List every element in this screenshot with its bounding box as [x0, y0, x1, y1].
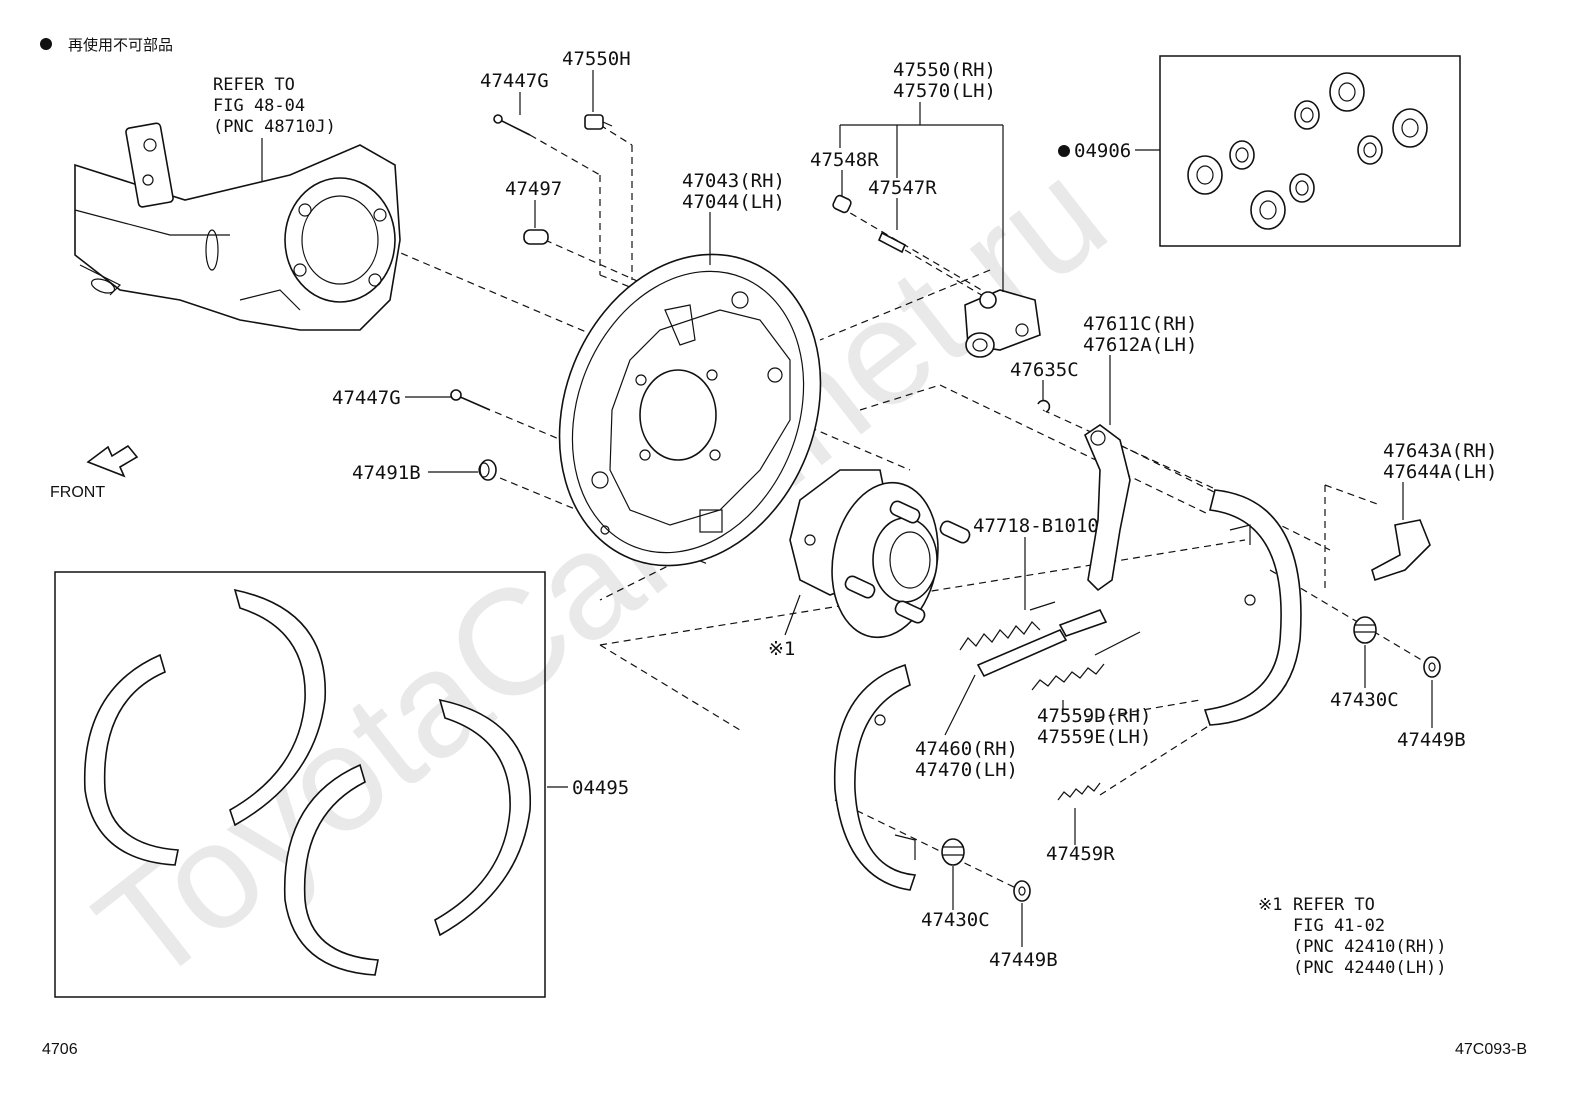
label-47460-rh: 47460(RH) [915, 738, 1018, 760]
spring-cup-47430c-right [1353, 616, 1377, 644]
label-47644a-lh: 47644A(LH) [1383, 461, 1497, 483]
front-label: FRONT [50, 484, 105, 501]
refer-bottom-mark: ※1 [1258, 895, 1282, 915]
spring-cup-47430c-bottom [941, 838, 965, 866]
label-47043-rh: 47043(RH) [682, 170, 785, 192]
label-47550-rh: 47550(RH) [893, 59, 996, 81]
hub-bearing-part [789, 469, 971, 639]
label-04495: 04495 [572, 777, 629, 799]
bleeder-cap-47548r [832, 194, 852, 214]
legend-bullet-icon [40, 38, 52, 50]
refer-top-line3: (PNC 48710J) [213, 117, 336, 137]
label-47044-lh: 47044(LH) [682, 191, 785, 213]
pin-47447g-mid [450, 389, 491, 411]
leader-line [784, 594, 801, 636]
plug-47491b [478, 459, 497, 481]
refer-bottom-line2: FIG 41-02 [1293, 916, 1385, 936]
assembly-dashed-lines [334, 124, 1431, 891]
shoe-kit-shoes [83, 588, 532, 976]
label-note-1: ※1 [768, 638, 795, 660]
footer-drawing-code: 47C093-B [1455, 1041, 1527, 1058]
c-washer-47635c [1037, 399, 1051, 413]
label-47430c-right: 47430C [1330, 689, 1399, 711]
backing-plate-part [558, 253, 822, 567]
label-47449b-right: 47449B [1397, 729, 1466, 751]
legend-text: 再使用不可部品 [68, 36, 173, 54]
label-47447g-top: 47447G [480, 70, 549, 92]
refer-bottom-line3: (PNC 42410(RH)) [1293, 937, 1447, 957]
label-47459r: 47459R [1046, 843, 1115, 865]
part-labels: 47447G 47550H 47497 47043(RH) 47044(LH) … [332, 48, 1497, 971]
plug-47497 [523, 229, 549, 245]
non-reusable-bullet-icon [1058, 145, 1070, 157]
label-47491b: 47491B [352, 462, 421, 484]
label-47470-lh: 47470(LH) [915, 759, 1018, 781]
brake-shoe-lower [833, 663, 917, 891]
lever-47643a [1371, 519, 1431, 582]
label-47550h: 47550H [562, 48, 631, 70]
label-04906: 04906 [1074, 140, 1131, 162]
label-47548r: 47548R [810, 149, 879, 171]
repair-kit-box [1159, 55, 1461, 247]
label-47559d-rh: 47559D(RH) [1037, 705, 1151, 727]
axle-housing-part [74, 122, 401, 331]
cylinder-cups-kit [1187, 72, 1428, 230]
parking-lever-part [1084, 424, 1131, 592]
adjuster-spring-47718 [959, 601, 1056, 651]
front-arrow-icon [86, 444, 139, 478]
adjuster-bolt-47460 [976, 608, 1108, 678]
label-47547r: 47547R [868, 177, 937, 199]
pin-washer-47449b-right [1423, 656, 1441, 678]
label-47497: 47497 [505, 178, 562, 200]
label-47635c: 47635C [1010, 359, 1079, 381]
plug-47550h [584, 114, 613, 130]
label-47643a-rh: 47643A(RH) [1383, 440, 1497, 462]
label-47430c-bottom: 47430C [921, 909, 990, 931]
brake-shoe-right [1203, 489, 1302, 726]
footer-figure-number: 4706 [42, 1041, 78, 1058]
label-47718-b1010: 47718-B1010 [973, 515, 1099, 537]
wheel-cylinder-part [964, 289, 1041, 358]
return-spring-47559 [1031, 631, 1141, 691]
label-47612a-lh: 47612A(LH) [1083, 334, 1197, 356]
refer-top-line1: REFER TO [213, 75, 295, 95]
refer-top-line2: FIG 48-04 [213, 96, 305, 116]
bleeder-plug-47547r [877, 231, 907, 254]
leader-lines [405, 70, 1433, 947]
label-47449b-bottom: 47449B [989, 949, 1058, 971]
pin-47447g-top [493, 114, 531, 136]
label-47559e-lh: 47559E(LH) [1037, 726, 1151, 748]
refer-bottom-note: ※1 REFER TO FIG 41-02 (PNC 42410(RH)) (P… [1258, 895, 1447, 978]
shoe-kit-box [54, 571, 546, 998]
refer-bottom-line1: REFER TO [1293, 895, 1375, 915]
label-47447g-mid: 47447G [332, 387, 401, 409]
spring-47459r [1057, 782, 1101, 801]
pin-washer-47449b-bottom [1013, 880, 1031, 902]
label-47570-lh: 47570(LH) [893, 80, 996, 102]
refer-bottom-line4: (PNC 42440(LH)) [1293, 958, 1447, 978]
label-47611c-rh: 47611C(RH) [1083, 313, 1197, 335]
